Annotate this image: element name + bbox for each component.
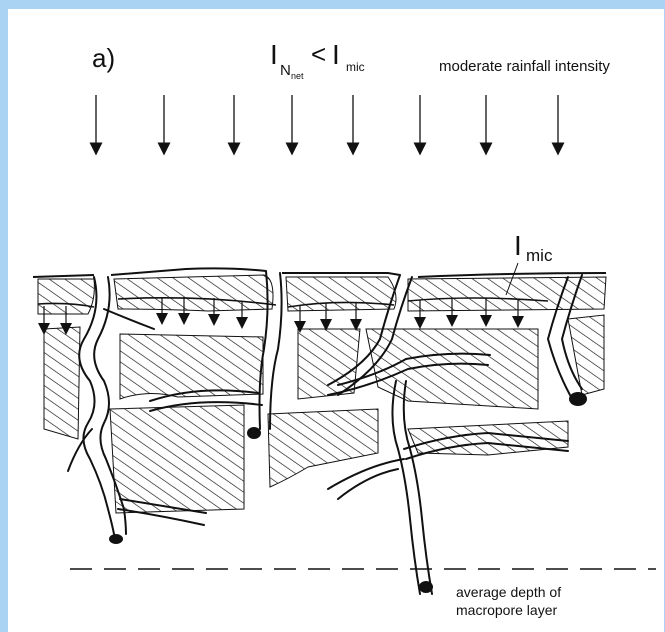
soil-block — [298, 329, 360, 399]
macropore-diagram: a) I N net < I mic moderate rainfall int… — [8, 9, 664, 632]
macropore-channel — [104, 309, 154, 329]
soil-block — [568, 315, 604, 395]
formula-rhs-sub: mic — [346, 60, 365, 74]
soil-block — [286, 277, 396, 311]
formula: I N net < I mic — [270, 39, 365, 81]
rain-label: moderate rainfall intensity — [439, 58, 610, 75]
formula-rhs: I — [332, 39, 340, 70]
soil-block — [110, 405, 244, 513]
formula-main: I — [270, 39, 278, 70]
pore-end — [419, 581, 433, 593]
soil-block — [268, 409, 378, 487]
infiltration-label-sub: mic — [526, 246, 553, 265]
rain-arrows — [96, 95, 558, 149]
soil-matrix — [38, 275, 606, 513]
depth-label-line1: average depth of — [456, 584, 561, 600]
depth-label-line2: macropore layer — [456, 602, 557, 618]
macropore-channel — [328, 459, 404, 489]
macropore-channel — [338, 469, 398, 499]
infiltration-label-main: I — [514, 230, 522, 261]
infiltration-label: I mic — [514, 230, 553, 265]
pore-end — [569, 392, 587, 406]
panel-label: a) — [92, 43, 115, 73]
ground-surface — [33, 268, 606, 277]
formula-sub2: net — [291, 71, 304, 81]
diagram-frame: a) I N net < I mic moderate rainfall int… — [8, 9, 664, 632]
formula-sub1: N — [280, 62, 291, 79]
soil-block — [44, 327, 80, 439]
formula-operator: < — [311, 39, 326, 69]
soil-block — [114, 275, 273, 311]
pore-end — [109, 534, 123, 544]
soil-block — [120, 334, 263, 399]
pore-end — [247, 427, 261, 439]
macropore-channel — [392, 381, 420, 594]
macropore-channel — [404, 381, 432, 594]
